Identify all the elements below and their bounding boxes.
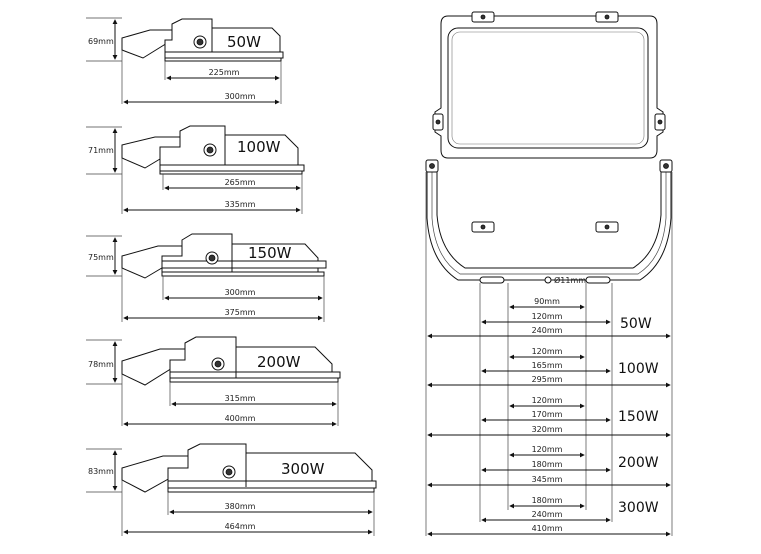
- mount-label-150w: 300mm: [225, 288, 256, 297]
- front-power-50w: 50W: [620, 316, 652, 332]
- front-group-50w: 90mm 120mm 240mm 50W: [427, 297, 671, 339]
- front-dim-150w-1: 120mm: [532, 396, 563, 405]
- front-dim-50w-3: 240mm: [532, 326, 563, 335]
- mount-label-300w: 380mm: [225, 502, 256, 511]
- front-dim-150w-2: 170mm: [532, 410, 563, 419]
- side-view-50w: 50W 69mm 225mm 300mm: [86, 17, 284, 105]
- side-view-300w: 300W 83mm 380mm 464mm: [86, 443, 377, 536]
- power-label-100w: 100W: [237, 138, 281, 156]
- front-dim-300w-2: 240mm: [532, 510, 563, 519]
- floodlight-front: [425, 11, 673, 284]
- height-label-300w: 83mm: [88, 467, 114, 476]
- power-label-200w: 200W: [257, 353, 301, 371]
- front-power-100w: 100W: [618, 361, 659, 377]
- front-dim-200w-3: 345mm: [532, 475, 563, 484]
- front-group-300w: 180mm 240mm 410mm 300W: [427, 496, 671, 537]
- floodlight-side-100w: [121, 125, 305, 175]
- length-label-150w: 375mm: [225, 308, 256, 317]
- height-label-200w: 78mm: [88, 360, 114, 369]
- power-label-300w: 300W: [281, 460, 325, 478]
- floodlight-side-200w: [121, 336, 341, 386]
- length-label-200w: 400mm: [225, 414, 256, 423]
- mount-label-50w: 225mm: [209, 68, 240, 77]
- front-group-100w: 120mm 165mm 295mm 100W: [427, 347, 671, 388]
- front-dim-300w-3: 410mm: [532, 524, 563, 533]
- floodlight-side-300w: [121, 443, 377, 493]
- mounting-hole-icon: [544, 276, 552, 284]
- front-dim-200w-2: 180mm: [532, 460, 563, 469]
- front-dim-200w-1: 120mm: [532, 445, 563, 454]
- side-view-150w: 150W 75mm 300mm 375mm: [86, 233, 327, 322]
- front-power-300w: 300W: [618, 500, 659, 516]
- front-dim-100w-2: 165mm: [532, 361, 563, 370]
- length-label-100w: 335mm: [225, 200, 256, 209]
- front-dim-150w-3: 320mm: [532, 425, 563, 434]
- height-label-100w: 71mm: [88, 146, 114, 155]
- front-dim-50w-1: 90mm: [534, 297, 560, 306]
- front-view: Ø11mm 90mm 120mm 240mm 50W 120mm 165mm 2…: [425, 11, 673, 537]
- power-label-150w: 150W: [248, 244, 292, 262]
- front-power-200w: 200W: [618, 455, 659, 471]
- side-view-200w: 200W 78mm 315mm 400mm: [86, 336, 341, 427]
- front-dim-50w-2: 120mm: [532, 312, 563, 321]
- front-group-200w: 120mm 180mm 345mm 200W: [427, 445, 671, 488]
- front-power-150w: 150W: [618, 409, 659, 425]
- mount-label-100w: 265mm: [225, 178, 256, 187]
- height-label-50w: 69mm: [88, 37, 114, 46]
- floodlight-side-150w: [121, 233, 327, 279]
- front-dim-100w-3: 295mm: [532, 375, 563, 384]
- mount-label-200w: 315mm: [225, 394, 256, 403]
- side-view-100w: 100W 71mm 265mm 335mm: [86, 125, 305, 214]
- lens-panel: [447, 27, 649, 149]
- power-label-50w: 50W: [227, 33, 261, 51]
- length-label-300w: 464mm: [225, 522, 256, 531]
- height-label-150w: 75mm: [88, 253, 114, 262]
- length-label-50w: 300mm: [225, 92, 256, 101]
- hole-diameter-label: Ø11mm: [554, 275, 586, 285]
- floodlight-side-50w: [121, 18, 284, 62]
- front-dim-100w-1: 120mm: [532, 347, 563, 356]
- front-group-150w: 120mm 170mm 320mm 150W: [427, 396, 671, 438]
- front-dim-300w-1: 180mm: [532, 496, 563, 505]
